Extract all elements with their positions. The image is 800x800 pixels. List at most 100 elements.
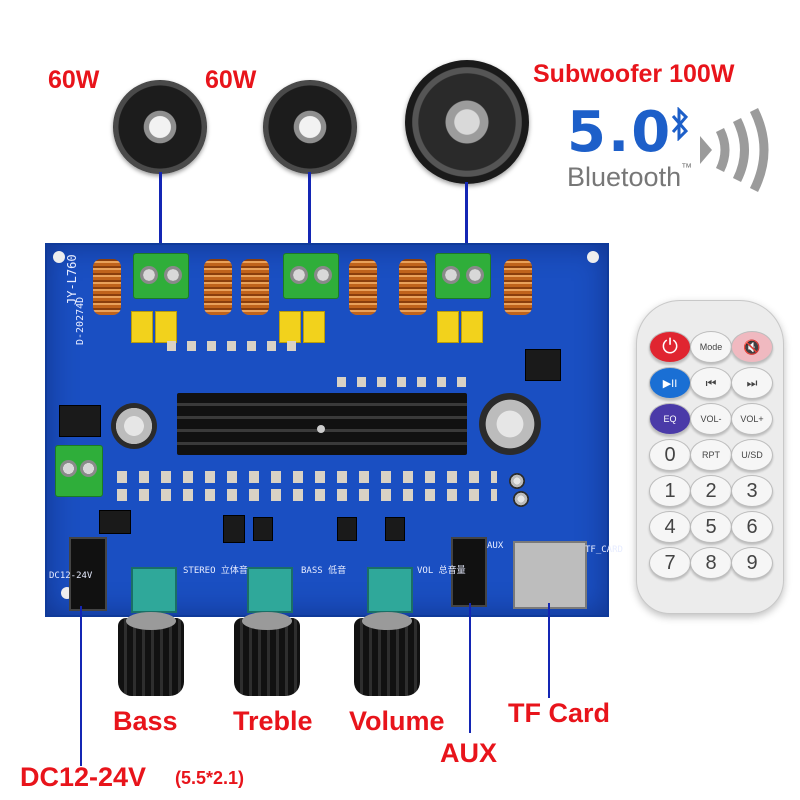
film-capacitor: [131, 311, 153, 343]
left-speaker-wire: [159, 172, 162, 250]
bluetooth-trademark: ™: [681, 162, 693, 174]
remote-prev-button[interactable]: ⏮: [690, 367, 732, 399]
film-capacitor: [461, 311, 483, 343]
heatsink-screw: [317, 425, 325, 433]
heatsink: [177, 393, 467, 455]
silk-stereo: STEREO 立体音: [183, 566, 248, 576]
remote-power-button[interactable]: ⏻: [649, 331, 691, 363]
bluetooth-chip: [525, 349, 561, 381]
inductor-coil: [241, 259, 269, 315]
volume-knob[interactable]: [354, 612, 420, 696]
volume-potentiometer: [367, 567, 413, 613]
remote-digit-0[interactable]: 0: [649, 439, 691, 471]
treble-knob[interactable]: [234, 612, 300, 696]
right-channel-power-label: 60W: [205, 66, 257, 94]
tf-card-label: TF Card: [508, 698, 611, 728]
silk-aux: AUX: [487, 541, 504, 551]
left-speaker-icon: [113, 80, 207, 174]
electrolytic-capacitor: [479, 393, 541, 455]
screw: [442, 266, 460, 284]
subwoofer-speaker-icon: [405, 60, 529, 184]
knob-cap: [242, 612, 292, 630]
silk-vol: VOL 总音量: [417, 566, 466, 576]
inductor-coil: [93, 259, 121, 315]
treble-label: Treble: [233, 706, 313, 736]
remote-repeat-button[interactable]: RPT: [690, 439, 732, 471]
opamp-chip: [337, 517, 357, 541]
remote-digit-6[interactable]: 6: [731, 511, 773, 543]
opamp-chip: [385, 517, 405, 541]
electrolytic-capacitor: [513, 491, 529, 507]
film-capacitor: [437, 311, 459, 343]
silk-bass: BASS 低音: [301, 566, 347, 576]
remote-digit-9[interactable]: 9: [731, 547, 773, 579]
screw: [164, 266, 182, 284]
dc-input-label: DC12-24V: [20, 762, 147, 792]
bass-knob[interactable]: [118, 612, 184, 696]
opamp-chip: [253, 517, 273, 541]
knob-cap: [126, 612, 176, 630]
remote-digit-4[interactable]: 4: [649, 511, 691, 543]
remote-vol-down-button[interactable]: VOL-: [690, 403, 732, 435]
treble-potentiometer: [247, 567, 293, 613]
remote-digit-7[interactable]: 7: [649, 547, 691, 579]
remote-digit-1[interactable]: 1: [649, 475, 691, 507]
dc-jack-size-label: (5.5*2.1): [175, 768, 245, 788]
dc-pointer-line: [80, 606, 82, 766]
volume-label: Volume: [349, 706, 445, 736]
remote-next-button[interactable]: ⏭: [731, 367, 773, 399]
aux-pointer-line: [469, 603, 471, 733]
wireless-signal-icon: [700, 107, 769, 193]
left-speaker-terminal: [133, 253, 189, 299]
remote-mode-button[interactable]: Mode: [690, 331, 732, 363]
film-capacitor: [279, 311, 301, 343]
opamp-chip: [223, 515, 245, 543]
knob-cap: [362, 612, 412, 630]
smd-component-row: [117, 489, 497, 501]
bass-potentiometer: [131, 567, 177, 613]
silk-dc: DC12-24V: [49, 571, 93, 581]
remote-mute-button[interactable]: 🔇: [731, 331, 773, 363]
smd-component-row: [337, 377, 477, 387]
remote-control: ⏻ Mode 🔇 ▶II ⏮ ⏭ EQ VOL- VOL+ 0 RPT U/SD…: [636, 300, 784, 614]
electrolytic-capacitor: [509, 473, 525, 489]
subwoofer-terminal: [435, 253, 491, 299]
board-date: D-20274D: [75, 296, 86, 345]
bluetooth-wordmark: Bluetooth™: [567, 162, 692, 193]
remote-digit-3[interactable]: 3: [731, 475, 773, 507]
screw: [80, 460, 97, 477]
screw: [140, 266, 158, 284]
aux-label: AUX: [440, 738, 498, 768]
remote-digit-2[interactable]: 2: [690, 475, 732, 507]
electrolytic-capacitor: [111, 403, 157, 449]
inductor-coil: [349, 259, 377, 315]
silk-tf-card: TF_CARD: [585, 545, 623, 555]
film-capacitor: [303, 311, 325, 343]
bass-label: Bass: [113, 706, 178, 736]
remote-usb-sd-button[interactable]: U/SD: [731, 439, 773, 471]
remote-digit-8[interactable]: 8: [690, 547, 732, 579]
screw: [466, 266, 484, 284]
remote-digit-5[interactable]: 5: [690, 511, 732, 543]
subwoofer-wire: [465, 182, 468, 252]
inductor-coil: [504, 259, 532, 315]
remote-vol-up-button[interactable]: VOL+: [731, 403, 773, 435]
right-speaker-terminal: [283, 253, 339, 299]
regulator-chip: [99, 510, 131, 534]
screw: [60, 460, 77, 477]
diode: [59, 405, 101, 437]
amplifier-board: JY-L760 D-20274D STEREO 立体音 BASS 低音 VOL …: [45, 243, 623, 617]
bluetooth-version: 5.0: [567, 100, 673, 165]
subwoofer-power-label: Subwoofer 100W: [533, 60, 735, 88]
inductor-coil: [399, 259, 427, 315]
screw: [314, 266, 332, 284]
mounting-hole: [53, 251, 65, 263]
right-speaker-wire: [308, 172, 311, 252]
remote-eq-button[interactable]: EQ: [649, 403, 691, 435]
left-channel-power-label: 60W: [48, 66, 100, 94]
smd-component-row: [117, 471, 497, 483]
remote-play-pause-button[interactable]: ▶II: [649, 367, 691, 399]
film-capacitor: [155, 311, 177, 343]
bluetooth-icon: [672, 106, 689, 141]
mounting-hole: [587, 251, 599, 263]
